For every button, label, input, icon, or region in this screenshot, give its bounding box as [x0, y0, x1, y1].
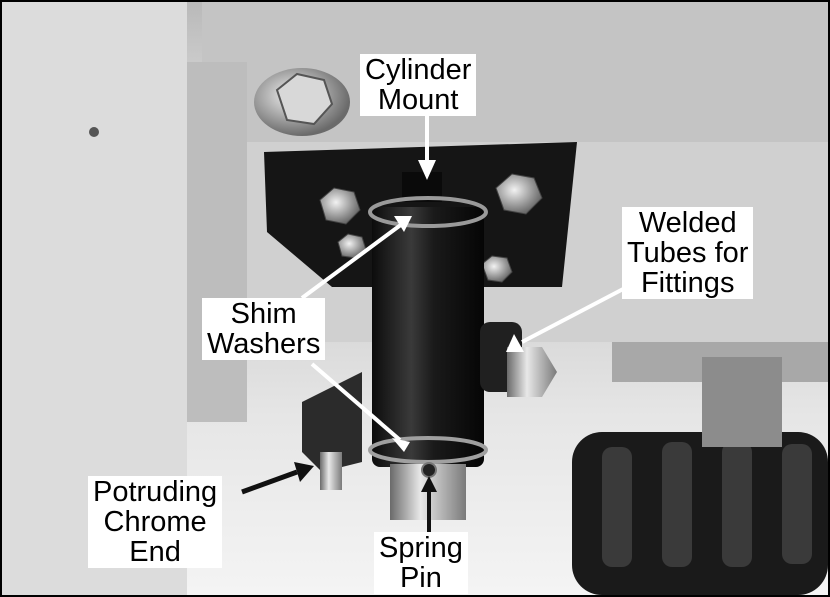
welded-tubes-arrowhead: [506, 334, 524, 352]
welded-tubes-label: Welded Tubes for Fittings: [622, 207, 754, 299]
protruding-end-line-3: End: [129, 536, 181, 568]
protruding-chrome-end: [302, 372, 362, 472]
plate-bolt-left: [319, 187, 361, 225]
lower-shim-washer: [368, 436, 488, 464]
shim-washer-lower-arrow: [310, 362, 402, 442]
cylinder-mount-line-2: Mount: [377, 84, 459, 116]
spring-pin-arrowhead: [421, 476, 437, 492]
welded-tubes-arrow: [521, 285, 628, 344]
top-bolt: [275, 72, 334, 126]
chrome-end-tip: [320, 452, 342, 490]
shim-washer-upper-arrowhead: [394, 216, 412, 232]
protruding-end-line-2: Chrome: [103, 506, 207, 538]
shim-washer-upper-arrow: [300, 222, 404, 300]
protruding-end-arrowhead: [294, 462, 314, 482]
protruding-end-label: Potruding Chrome End: [88, 476, 223, 568]
right-pivot: [702, 357, 782, 447]
plate-bolt-right: [495, 173, 543, 215]
cylinder-mount-line-1: Cylinder: [365, 54, 472, 86]
welded-tubes-line-2: Tubes for: [627, 237, 749, 269]
plate-bolt-lower-right: [481, 255, 513, 283]
wheel-tread-1: [602, 447, 632, 567]
shim-washers-line-1: Shim: [230, 298, 297, 330]
welded-tubes-line-1: Welded: [638, 207, 737, 239]
wheel-tread-4: [782, 444, 812, 564]
left-inner-bracket: [187, 62, 247, 422]
cylinder-mount-arrowhead: [418, 160, 436, 180]
shim-washers-label: Shim Washers: [202, 298, 326, 360]
spring-pin-line-1: Spring: [379, 532, 463, 564]
cylinder-body: [372, 207, 484, 467]
shim-washers-line-2: Washers: [207, 328, 321, 360]
shim-washer-lower-arrowhead: [392, 438, 410, 452]
upper-shim-washer: [368, 196, 488, 228]
fitting-nut: [507, 347, 557, 397]
spring-pin-line-2: Pin: [399, 562, 442, 594]
cylinder-mount-label: Cylinder Mount: [360, 54, 477, 116]
spring-pin-hole: [421, 462, 437, 478]
spring-pin-label: Spring Pin: [374, 532, 468, 594]
wheel-tread-3: [722, 442, 752, 567]
panel-hole: [89, 127, 99, 137]
welded-tubes-line-3: Fittings: [640, 267, 735, 299]
wheel-tread-2: [662, 442, 692, 567]
drive-wheel: [572, 432, 828, 595]
protruding-end-line-1: Potruding: [93, 476, 218, 508]
protruding-end-arrow: [241, 469, 298, 495]
